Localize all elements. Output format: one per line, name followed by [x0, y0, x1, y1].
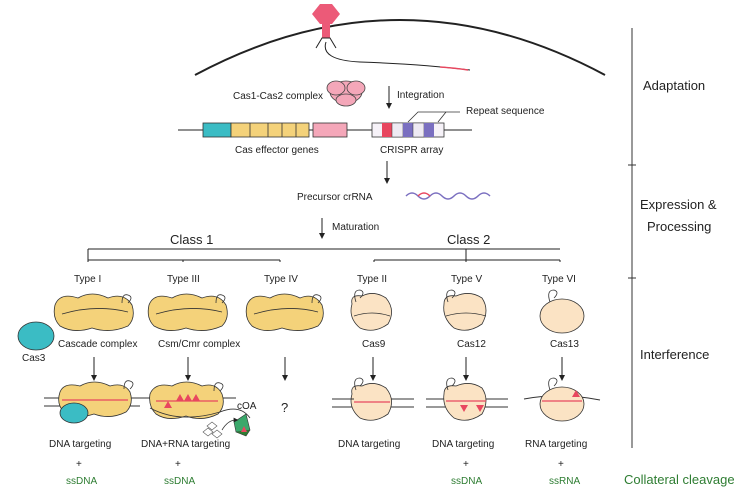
cas3-icon: [17, 321, 55, 351]
type5-label: Type V: [451, 274, 482, 285]
collateral-cleavage-label: Collateral cleavage: [624, 472, 734, 487]
type1-targeting-complex: [44, 380, 140, 424]
repeat-sequence-label: Repeat sequence: [466, 106, 545, 117]
type5-collateral: ssDNA: [451, 476, 482, 487]
type1-target-label: DNA targeting: [49, 439, 111, 450]
type2-label: Type II: [357, 274, 387, 285]
cas1-cas2-label: Cas1-Cas2 complex: [233, 91, 323, 102]
type6-collateral-plus: +: [558, 459, 564, 470]
effector-genes-label: Cas effector genes: [235, 145, 319, 156]
type3-target-label: DNA+RNA targeting: [141, 439, 230, 450]
coa-signal-icon: [202, 421, 223, 439]
type4-unknown: ?: [281, 400, 288, 415]
type3-collateral: ssDNA: [164, 476, 195, 487]
type4-complex-icon: [245, 293, 324, 331]
cas13-label: Cas13: [550, 339, 579, 350]
type5-targeting-complex: [426, 377, 508, 421]
type3-label: Type III: [167, 274, 200, 285]
stage-expression-line2: Processing: [647, 219, 711, 234]
crispr-array-label: CRISPR array: [380, 145, 443, 156]
crispr-array: [371, 122, 445, 138]
class2-label: Class 2: [447, 232, 490, 247]
injected-dna-highlight: [439, 66, 469, 71]
phage-icon: [312, 4, 340, 49]
cascade-complex-icon: [53, 293, 134, 331]
type5-collateral-plus: +: [463, 459, 469, 470]
class1-label: Class 1: [170, 232, 213, 247]
type2-targeting-complex: [332, 377, 414, 421]
precursor-crrna-spacer: [417, 192, 431, 197]
cas1-cas2-complex-icon: [326, 80, 366, 107]
coa-arrow: [221, 417, 239, 431]
class2-branch: [373, 249, 561, 262]
precursor-crrna-label: Precursor crRNA: [297, 192, 373, 203]
type1-collateral: ssDNA: [66, 476, 97, 487]
cas13-icon: [539, 289, 585, 334]
host-cell-membrane: [194, 19, 606, 76]
cas12-label: Cas12: [457, 339, 486, 350]
stage-interference: Interference: [640, 347, 709, 362]
cas-effector-genes: [202, 122, 348, 138]
cas9-label: Cas9: [362, 339, 386, 350]
cas3-label: Cas3: [22, 353, 46, 364]
type6-targeting-complex: [523, 377, 601, 422]
type2-target-label: DNA targeting: [338, 439, 400, 450]
csm-cmr-label: Csm/Cmr complex: [158, 339, 240, 350]
csm6-nuclease-icon: [233, 413, 251, 437]
maturation-label: Maturation: [332, 222, 379, 233]
stage-expression-line1: Expression &: [640, 197, 717, 212]
csm-cmr-complex-icon: [147, 293, 228, 331]
type3-collateral-plus: +: [175, 459, 181, 470]
precursor-crrna-strand: [405, 192, 491, 200]
class1-branch: [87, 249, 281, 262]
stage-adaptation: Adaptation: [643, 78, 705, 93]
coa-label: cOA: [237, 401, 257, 412]
type6-collateral: ssRNA: [549, 476, 580, 487]
integration-label: Integration: [397, 90, 444, 101]
repeat-sequence-pointer: [407, 111, 460, 123]
type5-target-label: DNA targeting: [432, 439, 494, 450]
type1-label: Type I: [74, 274, 101, 285]
type4-label: Type IV: [264, 274, 298, 285]
cas9-icon: [350, 289, 392, 331]
cas12-icon: [443, 289, 487, 331]
type6-label: Type VI: [542, 274, 576, 285]
cascade-label: Cascade complex: [58, 339, 137, 350]
type1-collateral-plus: +: [76, 459, 82, 470]
type3-targeting-complex: [140, 381, 251, 419]
type6-target-label: RNA targeting: [525, 439, 587, 450]
injected-dna: [324, 41, 471, 71]
